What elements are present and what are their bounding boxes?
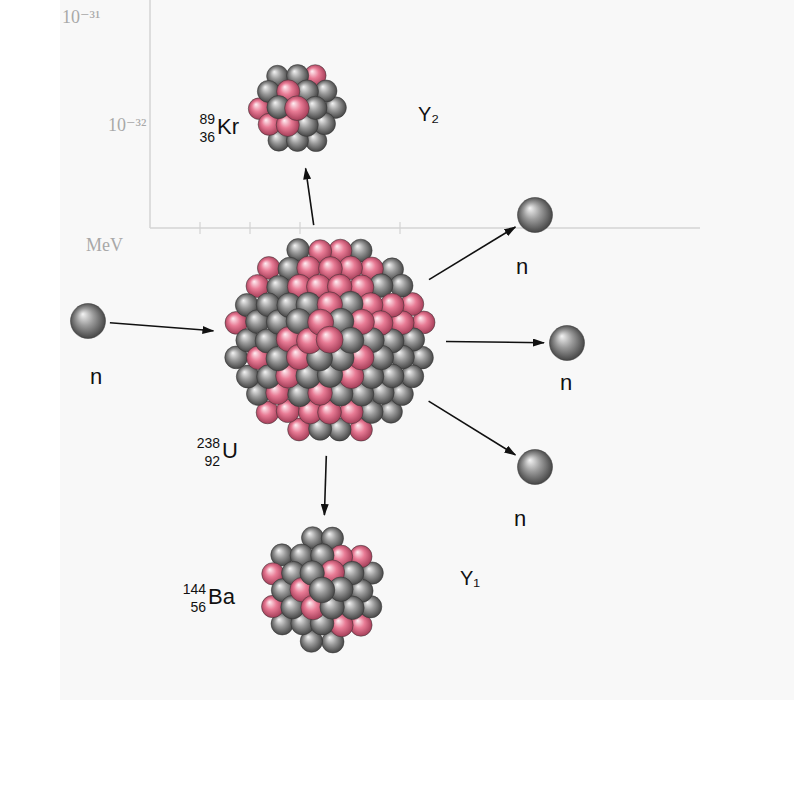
neutron-ball (517, 449, 553, 485)
mass-number: 238 (197, 436, 220, 450)
neutron: n (517, 197, 553, 233)
reaction-arrow (110, 323, 213, 331)
nucleus-cluster (241, 52, 353, 164)
nucleus: 23892U (218, 228, 442, 452)
particle-label: n (560, 372, 572, 394)
background-text: 10⁻³² (108, 116, 146, 134)
neutron-ball (549, 325, 585, 361)
faint-tick (199, 222, 200, 234)
faint-tick (299, 222, 300, 234)
background-text: MeV (86, 236, 123, 254)
neutron: n (549, 325, 585, 361)
proton-sphere (285, 96, 310, 121)
reaction-arrow (429, 401, 516, 455)
faint-tick (249, 222, 250, 234)
atomic-number: 36 (199, 130, 215, 144)
neutron-sphere (518, 198, 553, 233)
faint-axis (150, 227, 700, 229)
mass-number: 144 (183, 582, 206, 596)
background-text: 10⁻³¹ (62, 8, 100, 26)
atomic-number: 56 (190, 600, 206, 614)
nucleus: 14456BaY₁ (252, 520, 392, 660)
nucleus-cluster (218, 228, 442, 452)
reaction-arrow (324, 456, 326, 515)
neutron-sphere (71, 304, 106, 339)
faint-tick (399, 222, 400, 234)
fragment-label: Y₂ (418, 104, 439, 124)
reaction-arrow (306, 168, 314, 225)
white-band (60, 700, 794, 776)
reaction-arrow (429, 227, 515, 280)
particle-label: n (514, 508, 526, 530)
atomic-number: 92 (204, 454, 220, 468)
particle-label: n (516, 256, 528, 278)
proton-sphere (316, 326, 343, 353)
particle-label: n (90, 366, 102, 388)
scan-area (60, 0, 794, 700)
element-symbol: Kr (217, 116, 239, 138)
nucleus: 8936KrY₂ (241, 52, 353, 164)
neutron-ball (517, 197, 553, 233)
neutron-sphere (550, 326, 585, 361)
nucleus-cluster (252, 520, 392, 660)
neutron-ball (70, 303, 106, 339)
neutron: n (517, 449, 553, 485)
reaction-arrow (446, 342, 544, 343)
element-symbol: U (222, 440, 238, 462)
fragment-label: Y₁ (460, 568, 480, 588)
element-symbol: Ba (208, 586, 235, 608)
neutron-sphere (518, 450, 553, 485)
faint-axis (149, 0, 151, 228)
neutron-sphere (309, 577, 335, 603)
mass-number: 89 (199, 112, 215, 126)
neutron: n (70, 303, 106, 339)
